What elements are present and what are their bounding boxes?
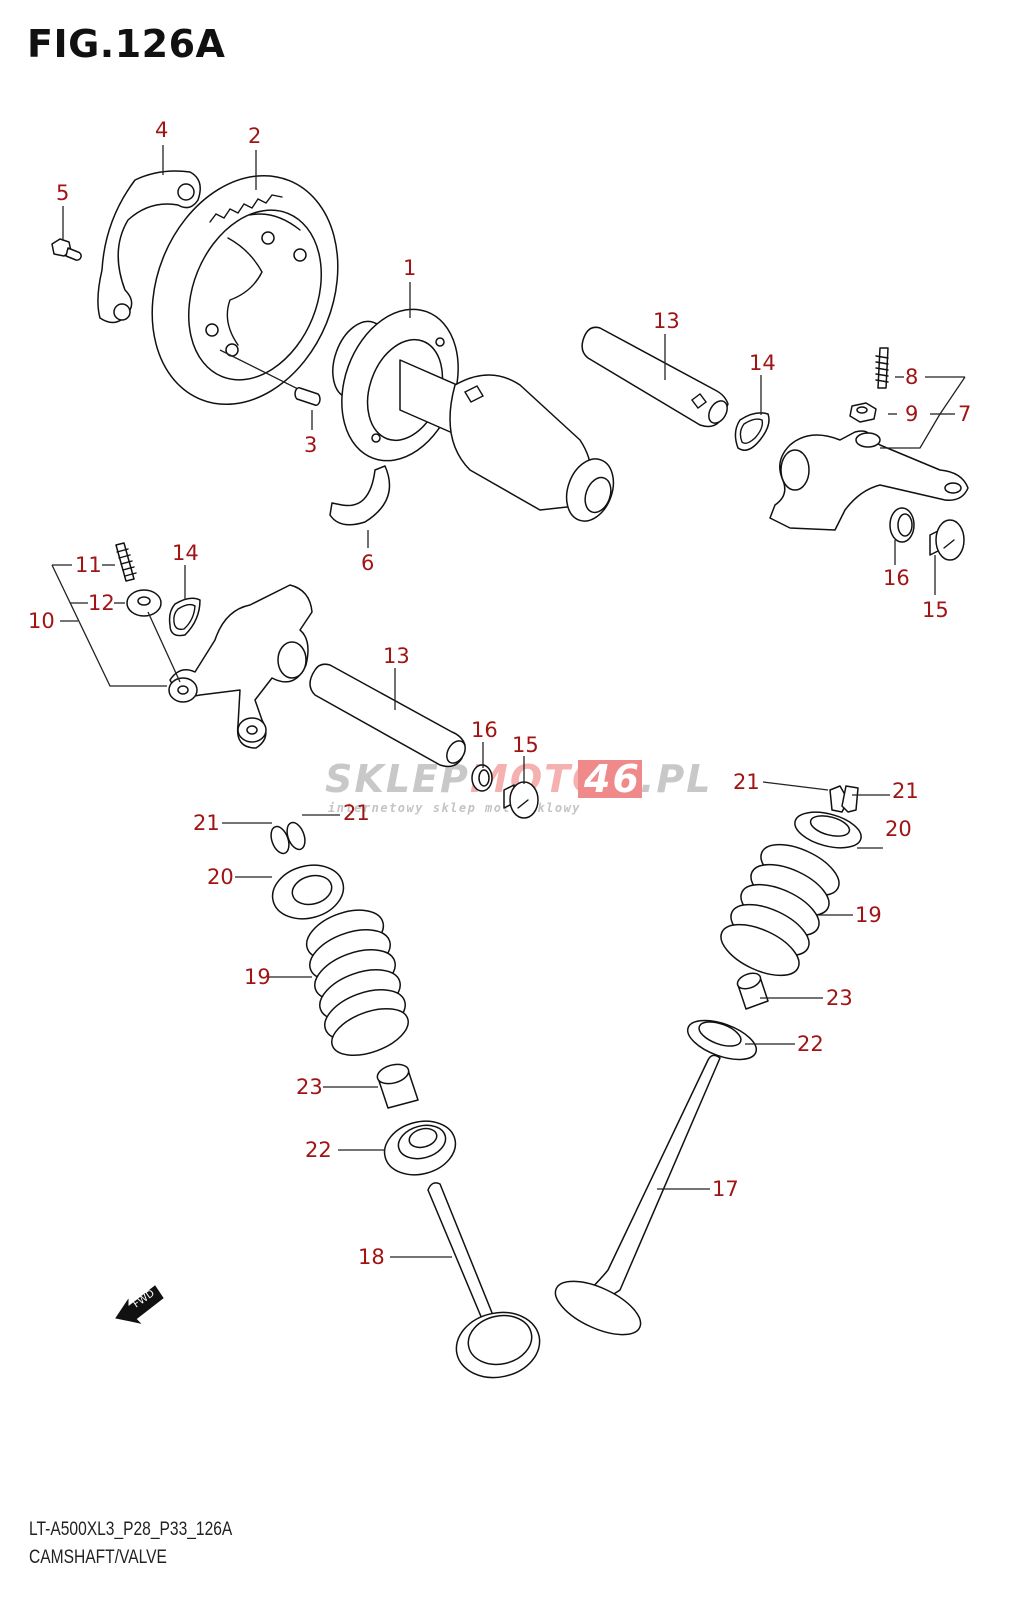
part-cotters-intake[interactable] [268, 820, 309, 856]
callout-4[interactable]: 4 [155, 118, 168, 142]
figure-title: FIG.126A [27, 22, 226, 66]
callout-23-right[interactable]: 23 [826, 986, 853, 1010]
part-retainer-plate[interactable] [97, 170, 201, 324]
callout-2[interactable]: 2 [248, 124, 261, 148]
callout-21-left-a[interactable]: 21 [193, 811, 220, 835]
callout-16-upper[interactable]: 16 [883, 566, 910, 590]
part-spring-seat-exhaust[interactable] [683, 1013, 762, 1068]
callout-21-left-b[interactable]: 21 [343, 801, 370, 825]
part-rocker-shaft-upper[interactable] [581, 326, 731, 428]
part-stem-seal-exhaust[interactable] [735, 970, 769, 1010]
callouts: 1 2 3 4 5 6 7 8 9 10 11 12 13 13 14 14 1… [28, 118, 971, 1269]
part-rocker-shaft-lower[interactable] [309, 663, 469, 768]
callout-12[interactable]: 12 [88, 591, 115, 615]
part-adjusting-screw-intake[interactable] [115, 542, 137, 582]
callout-18[interactable]: 18 [358, 1245, 385, 1269]
callout-16-lower[interactable]: 16 [471, 718, 498, 742]
callout-3[interactable]: 3 [304, 433, 317, 457]
part-spring-retainer-intake[interactable] [266, 858, 349, 927]
callout-23-left[interactable]: 23 [296, 1075, 323, 1099]
callout-21-right-b[interactable]: 21 [892, 779, 919, 803]
part-o-ring-upper[interactable] [889, 507, 915, 543]
part-exhaust-valve[interactable] [548, 1054, 721, 1345]
part-lock-nut-exhaust[interactable] [849, 402, 877, 423]
arrow-forward-icon [115, 1285, 164, 1324]
watermark-46-badge [578, 760, 642, 798]
callout-15-lower[interactable]: 15 [512, 733, 539, 757]
part-wave-washer-upper[interactable] [734, 412, 770, 451]
part-rocker-arm-intake[interactable] [147, 584, 313, 749]
callout-19-left[interactable]: 19 [244, 965, 271, 989]
callout-15-upper[interactable]: 15 [922, 598, 949, 622]
part-lock-nut-intake[interactable] [126, 589, 162, 617]
callout-7[interactable]: 7 [958, 402, 971, 426]
part-camshaft-stopper[interactable] [329, 465, 391, 526]
callout-20-right[interactable]: 20 [885, 817, 912, 841]
figure-name: CAMSHAFT/VALVE [29, 1547, 167, 1568]
callout-9[interactable]: 9 [905, 402, 918, 426]
callout-1[interactable]: 1 [403, 256, 416, 280]
callout-19-right[interactable]: 19 [855, 903, 882, 927]
part-cam-sprocket[interactable] [119, 148, 371, 433]
callout-11[interactable]: 11 [75, 553, 102, 577]
part-camshaft[interactable] [322, 293, 622, 528]
part-o-ring-lower[interactable] [471, 764, 493, 792]
part-rocker-arm-exhaust[interactable] [769, 430, 969, 531]
callout-20-left[interactable]: 20 [207, 865, 234, 889]
part-shaft-plug-lower[interactable] [503, 781, 539, 819]
part-spring-seat-intake[interactable] [378, 1114, 461, 1183]
part-wave-washer-lower[interactable] [168, 597, 201, 637]
callout-14-upper[interactable]: 14 [749, 351, 776, 375]
callout-14-lower[interactable]: 14 [172, 541, 199, 565]
part-spring-retainer-exhaust[interactable] [791, 806, 865, 855]
callout-17[interactable]: 17 [712, 1177, 739, 1201]
leader-lines [51, 145, 966, 1258]
part-dowel-pin[interactable] [219, 349, 321, 406]
part-valve-spring-exhaust[interactable] [713, 834, 846, 986]
callout-10[interactable]: 10 [28, 609, 55, 633]
part-stem-seal-intake[interactable] [375, 1061, 419, 1109]
watermark-46: 46 [583, 757, 641, 801]
part-intake-valve[interactable] [427, 1182, 546, 1385]
part-adjusting-screw-exhaust[interactable] [875, 347, 889, 389]
part-cotters-exhaust[interactable] [829, 785, 859, 813]
callout-5[interactable]: 5 [56, 181, 69, 205]
callout-21-right-a[interactable]: 21 [733, 770, 760, 794]
callout-13-upper[interactable]: 13 [653, 309, 680, 333]
callout-6[interactable]: 6 [361, 551, 374, 575]
callout-8[interactable]: 8 [905, 365, 918, 389]
fwd-direction-marker: FWD [115, 1285, 164, 1324]
part-valve-spring-intake[interactable] [300, 901, 415, 1065]
part-bolt[interactable] [51, 238, 82, 261]
callout-13-lower[interactable]: 13 [383, 644, 410, 668]
part-shaft-plug-upper[interactable] [929, 519, 965, 561]
callout-22-left[interactable]: 22 [305, 1138, 332, 1162]
figure-code: LT-A500XL3_P28_P33_126A [29, 1519, 233, 1540]
watermark-pl: .PL [640, 757, 713, 801]
callout-22-right[interactable]: 22 [797, 1032, 824, 1056]
